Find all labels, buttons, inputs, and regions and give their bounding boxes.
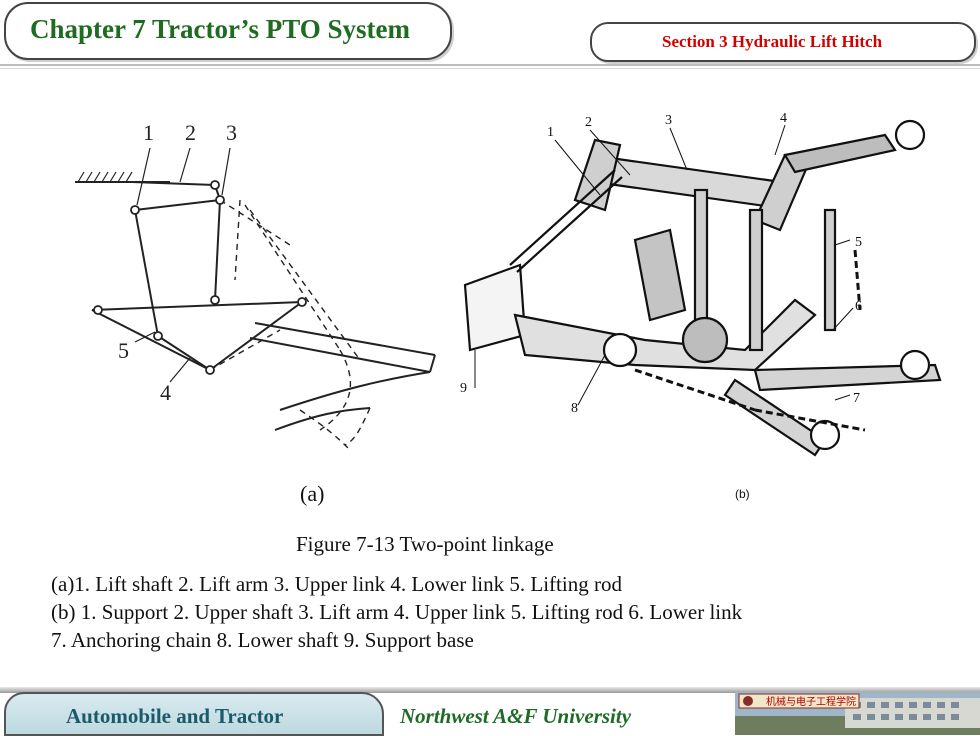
figure-a-caption: (a) <box>300 481 325 506</box>
campus-sign-text: 机械与电子工程学院 <box>766 697 856 708</box>
footer-course-title: Automobile and Tractor <box>66 704 284 728</box>
footer-bar <box>0 687 980 693</box>
fig-b-callout-6: 6 <box>855 299 862 314</box>
figure-b-caption: (b) <box>735 487 750 501</box>
fig-b-callout-3: 3 <box>665 113 672 128</box>
section-tab <box>590 22 976 62</box>
campus-building-image <box>735 692 980 735</box>
fig-b-callout-1: 1 <box>547 125 554 140</box>
fig-b-callout-9: 9 <box>460 381 467 396</box>
chapter-title: Chapter 7 Tractor’s PTO System <box>30 14 410 44</box>
figure-title: Figure 7-13 Two-point linkage <box>296 532 554 556</box>
chapter-tab <box>4 2 452 60</box>
footer-university: Northwest A&F University <box>400 704 632 728</box>
section-title: Section 3 Hydraulic Lift Hitch <box>662 32 883 51</box>
fig-b-callout-7: 7 <box>853 391 860 406</box>
fig-a-callout-3: 3 <box>226 120 237 145</box>
legend-line-b: (b) 1. Support 2. Upper shaft 3. Lift ar… <box>51 600 743 624</box>
fig-a-callout-1: 1 <box>143 120 154 145</box>
figure-a-diagram: 1 2 3 4 5 <box>75 120 436 451</box>
header-rule-lower <box>0 68 980 69</box>
fig-b-callout-2: 2 <box>585 115 592 130</box>
fig-a-callout-2: 2 <box>185 120 196 145</box>
fig-a-callout-4: 4 <box>160 380 171 405</box>
figure-b-illustration: 1 2 3 4 5 6 7 8 9 <box>460 111 942 457</box>
fig-b-callout-8: 8 <box>571 401 578 416</box>
footer-tab <box>4 692 384 736</box>
header-rule <box>0 64 980 66</box>
legend-line-b-cont: 7. Anchoring chain 8. Lower shaft 9. Sup… <box>51 628 474 652</box>
legend-line-a: (a)1. Lift shaft 2. Lift arm 3. Upper li… <box>51 572 622 596</box>
fig-b-callout-5: 5 <box>855 235 862 250</box>
fig-b-callout-4: 4 <box>780 111 787 126</box>
fig-a-callout-5: 5 <box>118 338 129 363</box>
